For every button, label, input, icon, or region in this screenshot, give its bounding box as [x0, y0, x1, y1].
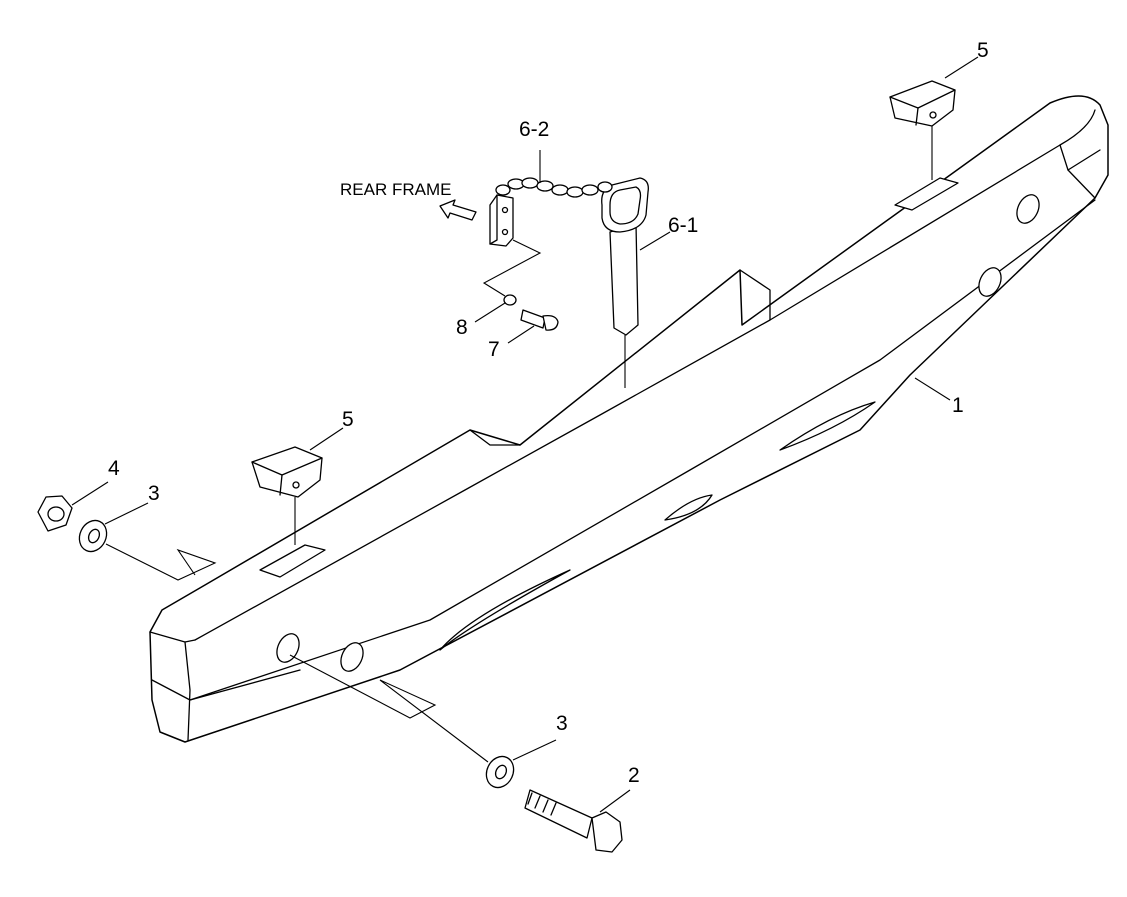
callout-6-1: 6-1 — [668, 214, 698, 237]
callout-7: 7 — [488, 338, 500, 361]
leader-part-5-left — [309, 427, 344, 451]
callout-4: 4 — [108, 457, 120, 480]
callout-3-left: 3 — [148, 482, 160, 505]
bolt — [524, 789, 631, 853]
leader-part-6-1 — [639, 231, 671, 251]
nut — [37, 481, 109, 532]
washer-left — [78, 502, 217, 581]
chain — [495, 177, 613, 198]
callout-3-bottom: 3 — [556, 712, 568, 735]
washer-bottom — [289, 654, 557, 789]
callout-1: 1 — [952, 394, 964, 417]
callout-6-2: 6-2 — [519, 118, 549, 141]
small-washer — [474, 294, 517, 323]
leader-part-5-right — [944, 56, 979, 79]
callout-8: 8 — [456, 316, 468, 339]
cap-right — [889, 80, 956, 180]
lock-pin — [601, 177, 649, 388]
leader-part-1 — [914, 377, 951, 401]
callout-5-right: 5 — [977, 39, 989, 62]
callout-5-left: 5 — [342, 408, 354, 431]
callout-2: 2 — [628, 764, 640, 787]
rear-frame-arrow — [439, 199, 477, 221]
chain-bracket — [482, 194, 542, 297]
cap-left — [251, 446, 323, 545]
rear-frame-label: REAR FRAME — [340, 180, 451, 199]
screw — [507, 309, 559, 344]
counterweight-body — [149, 95, 1109, 743]
